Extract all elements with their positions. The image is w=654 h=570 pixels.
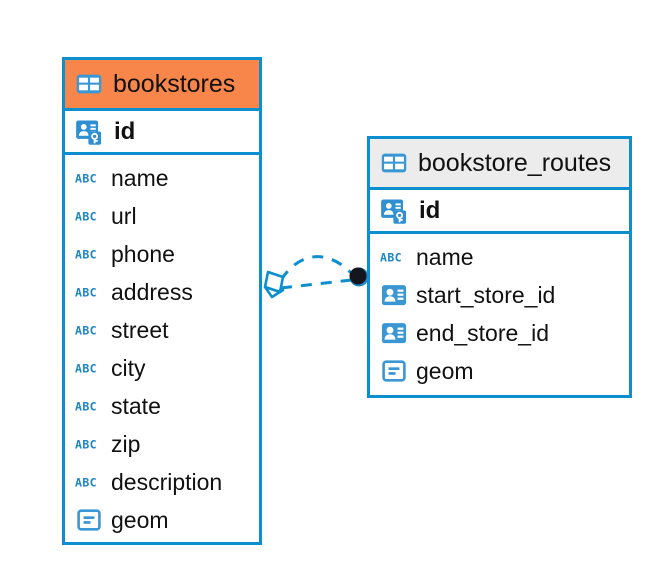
field-label-start-store-id: start_store_id — [416, 281, 556, 308]
field-label-phone: phone — [111, 240, 175, 267]
field-row-state[interactable]: ABC state — [65, 387, 259, 425]
geometry-type-icon — [380, 359, 407, 383]
entity-bookstore-routes-title: bookstore_routes — [418, 148, 612, 177]
text-type-icon: ABC — [75, 356, 102, 380]
field-label-address: address — [111, 278, 193, 305]
field-label-description: description — [111, 468, 223, 495]
svg-text:ABC: ABC — [75, 324, 97, 338]
geometry-type-icon — [75, 508, 102, 532]
field-row-url[interactable]: ABC url — [65, 197, 259, 235]
svg-text:ABC: ABC — [75, 476, 97, 490]
field-label-geom: geom — [111, 506, 169, 533]
text-type-icon: ABC — [75, 242, 102, 266]
field-label-zip: zip — [111, 430, 141, 457]
field-row-name[interactable]: ABC name — [65, 159, 259, 197]
text-type-icon: ABC — [75, 280, 102, 304]
svg-text:ABC: ABC — [75, 400, 97, 414]
field-label-id: id — [419, 196, 441, 224]
field-row-zip[interactable]: ABC zip — [65, 425, 259, 463]
field-label-id: id — [114, 117, 136, 145]
svg-text:ABC: ABC — [75, 172, 97, 186]
table-icon — [75, 70, 103, 98]
field-label-url: url — [111, 202, 137, 229]
field-row-city[interactable]: ABC city — [65, 349, 259, 387]
entity-bookstore-routes-field-list: ABC name start_store_id — [370, 234, 629, 394]
text-type-icon: ABC — [380, 245, 407, 269]
field-label-end-store-id: end_store_id — [416, 319, 549, 346]
text-type-icon: ABC — [75, 470, 102, 494]
cube-marker — [263, 270, 285, 299]
relationship-line-lower — [280, 278, 353, 290]
field-row-name[interactable]: ABC name — [370, 238, 629, 276]
foreign-key-icon — [380, 321, 407, 345]
field-label-geom: geom — [416, 357, 474, 384]
entity-bookstores-header[interactable]: bookstores — [65, 60, 259, 108]
table-icon — [380, 149, 408, 177]
text-type-icon: ABC — [75, 394, 102, 418]
entity-bookstores-title: bookstores — [113, 69, 236, 98]
field-row-geom[interactable]: geom — [65, 501, 259, 539]
text-type-icon: ABC — [75, 204, 102, 228]
field-label-street: street — [111, 316, 169, 343]
field-row-geom[interactable]: geom — [370, 352, 629, 390]
svg-text:ABC: ABC — [75, 362, 97, 376]
text-type-icon: ABC — [75, 166, 102, 190]
field-row-start-store-id[interactable]: start_store_id — [370, 276, 629, 314]
svg-text:ABC: ABC — [75, 286, 97, 300]
filled-circle-marker — [349, 267, 369, 287]
field-row-phone[interactable]: ABC phone — [65, 235, 259, 273]
field-row-address[interactable]: ABC address — [65, 273, 259, 311]
field-label-city: city — [111, 354, 146, 381]
text-type-icon: ABC — [75, 432, 102, 456]
primary-key-icon — [75, 117, 105, 147]
entity-bookstore-routes[interactable]: bookstore_routes id — [367, 136, 632, 398]
field-row-id[interactable]: id — [370, 187, 629, 234]
field-row-end-store-id[interactable]: end_store_id — [370, 314, 629, 352]
field-label-name: name — [111, 164, 169, 191]
svg-text:ABC: ABC — [75, 248, 97, 262]
relationship-line-upper — [279, 255, 354, 281]
field-row-id[interactable]: id — [65, 108, 259, 155]
primary-key-icon — [380, 196, 410, 226]
field-label-state: state — [111, 392, 161, 419]
entity-bookstores-field-list: ABC name ABC url ABC p — [65, 155, 259, 543]
text-type-icon: ABC — [75, 318, 102, 342]
field-row-street[interactable]: ABC street — [65, 311, 259, 349]
svg-text:ABC: ABC — [380, 251, 402, 265]
field-row-description[interactable]: ABC description — [65, 463, 259, 501]
svg-text:ABC: ABC — [75, 438, 97, 452]
field-label-name: name — [416, 243, 474, 270]
entity-bookstores[interactable]: bookstores id — [62, 57, 262, 545]
entity-bookstore-routes-header[interactable]: bookstore_routes — [370, 139, 629, 187]
svg-text:ABC: ABC — [75, 210, 97, 224]
foreign-key-icon — [380, 283, 407, 307]
